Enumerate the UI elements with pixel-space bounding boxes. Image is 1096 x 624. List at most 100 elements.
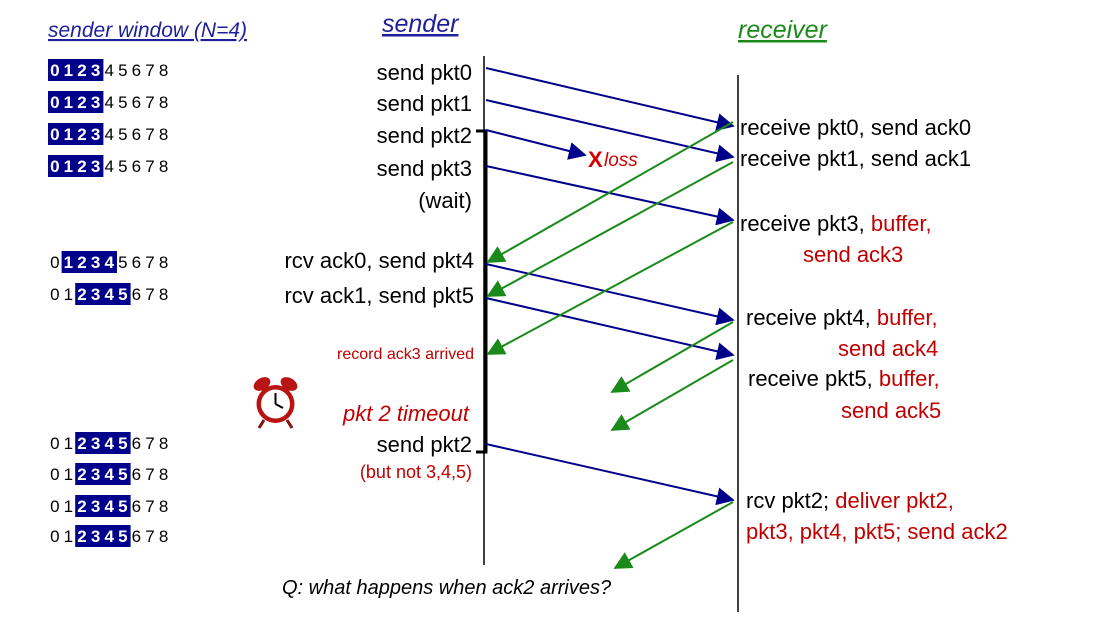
sender-send-pkt2: send pkt2 — [377, 123, 472, 148]
timer-bracket — [476, 129, 488, 454]
window-seq-number: 8 — [159, 125, 168, 144]
receiver-send-ack5: send ack5 — [841, 398, 941, 423]
window-seq-number: 0 — [50, 125, 59, 144]
window-seq-number: 7 — [145, 125, 154, 144]
window-seq-number: 7 — [145, 157, 154, 176]
window-seq-number: 6 — [132, 93, 141, 112]
window-seq-number: 2 — [77, 465, 86, 484]
window-seq-number: 2 — [77, 527, 86, 546]
window-seq-number: 5 — [118, 497, 127, 516]
window-seq-number: 3 — [91, 285, 100, 304]
window-seq-number: 8 — [159, 93, 168, 112]
window-seq-number: 0 — [50, 285, 59, 304]
ack5-arrow — [610, 359, 734, 431]
window-seq-number: 0 — [50, 61, 59, 80]
window-seq-number: 4 — [104, 527, 114, 546]
window-seq-number: 5 — [118, 253, 127, 272]
sender-send-pkt3: send pkt3 — [377, 156, 472, 181]
window-seq-number: 0 — [50, 497, 59, 516]
window-seq-number: 8 — [159, 253, 168, 272]
window-highlight — [48, 123, 104, 145]
window-seq-number: 5 — [118, 157, 127, 176]
window-seq-number: 2 — [77, 285, 86, 304]
pkt2-lost-arrow — [485, 129, 587, 160]
window-seq-number: 4 — [104, 253, 114, 272]
window-seq-number: 1 — [64, 253, 73, 272]
window-seq-number: 1 — [64, 157, 73, 176]
window-seq-number: 0 — [50, 465, 59, 484]
window-seq-number: 2 — [77, 434, 86, 453]
sender-header: sender — [382, 10, 460, 38]
window-highlight — [75, 525, 131, 547]
receiver-receive-pkt1: receive pkt1, send ack1 — [740, 146, 971, 171]
window-seq-number: 3 — [91, 93, 100, 112]
window-seq-number: 4 — [104, 434, 114, 453]
sender-rcv-ack1: rcv ack1, send pkt5 — [284, 283, 474, 308]
window-seq-number: 3 — [91, 465, 100, 484]
window-highlight — [48, 59, 104, 81]
window-highlight — [75, 495, 131, 517]
window-seq-number: 1 — [64, 61, 73, 80]
sender-window-header: sender window (N=4) — [48, 19, 247, 42]
window-seq-number: 7 — [145, 527, 154, 546]
window-seq-number: 0 — [50, 527, 59, 546]
window-seq-number: 8 — [159, 434, 168, 453]
window-seq-number: 7 — [145, 61, 154, 80]
window-seq-number: 8 — [159, 157, 168, 176]
sender-resend-pkt2: send pkt2 — [377, 432, 472, 457]
window-seq-number: 2 — [77, 253, 86, 272]
ack2-arrow — [613, 501, 734, 569]
window-seq-number: 1 — [64, 93, 73, 112]
window-highlight — [75, 463, 131, 485]
receiver-rcv-pkt2: rcv pkt2; deliver pkt2, — [746, 488, 954, 513]
window-seq-number: 6 — [132, 125, 141, 144]
pkt2-resend-arrow — [485, 443, 735, 506]
window-seq-number: 2 — [77, 497, 86, 516]
window-seq-number: 4 — [104, 497, 114, 516]
pkt5-arrow — [485, 297, 735, 361]
receiver-send-ack3: send ack3 — [803, 242, 903, 267]
sender-send-pkt0: send pkt0 — [377, 60, 472, 85]
sender-record-ack3: record ack3 arrived — [337, 346, 474, 363]
window-highlight — [75, 283, 131, 305]
receiver-receive-pkt0: receive pkt0, send ack0 — [740, 115, 971, 140]
window-seq-number: 6 — [132, 497, 141, 516]
window-seq-number: 7 — [145, 253, 154, 272]
window-highlight — [75, 432, 131, 454]
window-seq-number: 7 — [145, 285, 154, 304]
window-seq-number: 0 — [50, 434, 59, 453]
window-seq-number: 4 — [104, 157, 113, 176]
window-seq-number: 0 — [50, 253, 59, 272]
alarm-clock-icon — [253, 377, 298, 429]
window-seq-number: 1 — [64, 527, 73, 546]
window-seq-number: 5 — [118, 465, 127, 484]
window-seq-number: 6 — [132, 434, 141, 453]
pkt1-arrow — [485, 99, 735, 163]
window-seq-number: 6 — [132, 285, 141, 304]
window-seq-number: 6 — [132, 253, 141, 272]
sender-timeout-label: pkt 2 timeout — [342, 401, 470, 426]
window-seq-number: 7 — [145, 465, 154, 484]
window-seq-number: 0 — [50, 157, 59, 176]
window-seq-number: 3 — [91, 253, 100, 272]
window-seq-number: 0 — [50, 93, 59, 112]
receiver-header: receiver — [738, 16, 829, 44]
question-text: Q: what happens when ack2 arrives? — [282, 577, 612, 599]
ack3-arrow — [486, 221, 734, 355]
receiver-receive-pkt5: receive pkt5, buffer, — [748, 366, 940, 391]
window-seq-number: 2 — [77, 93, 86, 112]
receiver-send-ack4: send ack4 — [838, 336, 938, 361]
window-seq-number: 8 — [159, 465, 168, 484]
window-highlight — [61, 251, 117, 273]
window-seq-number: 3 — [91, 157, 100, 176]
window-seq-number: 7 — [145, 497, 154, 516]
window-seq-number: 4 — [104, 285, 114, 304]
window-seq-number: 8 — [159, 61, 168, 80]
window-seq-number: 3 — [91, 497, 100, 516]
window-seq-number: 3 — [91, 434, 100, 453]
window-seq-number: 2 — [77, 61, 86, 80]
loss-x-mark: X — [588, 147, 603, 172]
